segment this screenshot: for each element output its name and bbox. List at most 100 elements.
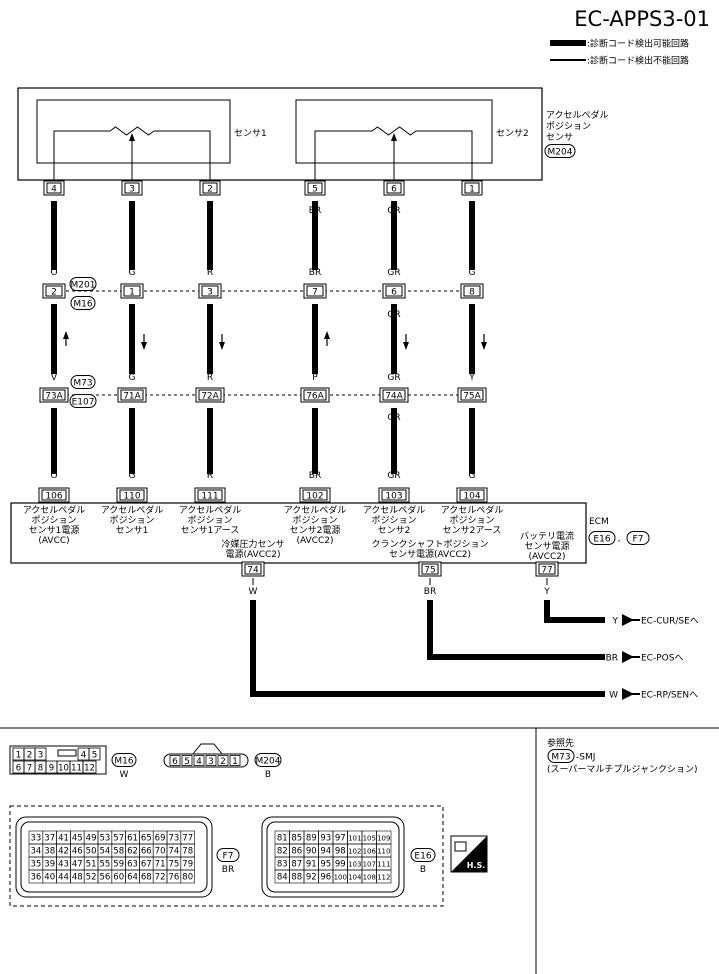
sensor-pin: 6 [391, 185, 397, 195]
ecm-pin: 102 [306, 492, 323, 502]
f7-outer [15, 816, 213, 898]
ecm-pin-label: アクセルペダル [179, 504, 242, 516]
m204-pin: 6 [172, 757, 178, 767]
sensor-pin-box [386, 182, 402, 194]
m204-cell [229, 755, 241, 766]
junction1-pin-box [463, 285, 481, 297]
ecm-pin-label: センサ2アース [443, 525, 502, 536]
e16-pin: 111 [377, 861, 390, 869]
ecm-pin-label: ポジション [31, 515, 76, 526]
e16-pin: 92 [306, 873, 317, 883]
f7-inner [20, 821, 208, 893]
ecm-pin-label: (AVCC) [38, 536, 69, 546]
wire-color-code: R [207, 373, 213, 383]
e16-pin: 96 [320, 873, 331, 883]
ecm-connector-tag-outline [626, 531, 650, 545]
f7-pin: 46 [72, 847, 83, 857]
junction1-connector-tag-outline [69, 277, 97, 291]
sensor-unit-name-line: センサ [546, 132, 573, 143]
junction2-pin-box [460, 389, 484, 401]
ecm-connector-tag: E16 [593, 535, 610, 545]
f7-pin: 36 [30, 873, 41, 883]
junction1-pin-box [45, 285, 63, 297]
wire-color-code: O [50, 471, 57, 481]
e16-pin: 89 [306, 834, 317, 844]
wire-color-code: V [51, 373, 58, 383]
m16-latch [57, 749, 77, 757]
f7-pin: 55 [99, 860, 110, 870]
m204-tag-outline [254, 753, 282, 767]
wire-color-code: R [207, 268, 213, 278]
f7-pin: 38 [44, 847, 55, 857]
e16-pin: 108 [363, 874, 376, 882]
e16-pin: 102 [348, 848, 361, 856]
ecm-pin-box [459, 489, 485, 501]
f7-pin: 54 [99, 847, 110, 857]
ecm-pin-label: アクセルペダル [441, 504, 504, 516]
e16-inner [266, 821, 400, 893]
f7-pin: 40 [44, 873, 55, 883]
m204-cell [217, 755, 229, 766]
wire-color-code: O [50, 268, 57, 278]
sensor-pin: 5 [312, 185, 318, 195]
diagram-code: EC-APPS3-01 [574, 7, 710, 31]
ecm-pin: 106 [45, 492, 62, 502]
wire-color-code: BR [606, 654, 618, 664]
e16-cell [376, 869, 392, 884]
e16-pin: 112 [377, 874, 390, 882]
f7-pin: 58 [113, 847, 124, 857]
f7-pin: 43 [58, 860, 69, 870]
junction2-connector-tag-outline [69, 394, 97, 408]
m16-pin: 6 [16, 764, 21, 774]
e16-pin: 83 [277, 860, 288, 870]
e16-pin: 104 [348, 874, 362, 882]
m16-pin: 7 [27, 764, 32, 774]
wire-color-code: Y [612, 617, 619, 627]
output-wire [427, 600, 605, 660]
e16-pin: 94 [320, 847, 331, 857]
ecm-pin-label: ポジション [187, 515, 232, 526]
junction1-pin: 1 [129, 288, 135, 298]
ecm-bottom-pin: 75 [424, 566, 435, 576]
f7-pin: 35 [30, 860, 41, 870]
arrow-head [219, 342, 225, 350]
legend: :診断コード検出可能回路:診断コード検出不能回路 [550, 38, 689, 67]
f7-pin: 70 [155, 847, 166, 857]
wire-color-code: W [609, 691, 618, 701]
f7-pin: 45 [72, 834, 83, 844]
f7-pin: 49 [86, 834, 97, 844]
hs-label: H.S. [467, 861, 486, 870]
wire-color-code: G [469, 471, 476, 481]
f7-pin: 44 [58, 873, 69, 883]
ecm-bottom-pin-label: センサ電源 [524, 541, 569, 552]
m16-cell [34, 747, 47, 761]
ecm-pin-box [41, 489, 67, 501]
sensor-pin: 4 [51, 185, 57, 195]
ecm-pin-label: アクセルペダル [101, 504, 164, 516]
f7-pin: 52 [86, 873, 97, 883]
f7-pin: 53 [99, 834, 110, 844]
junction1-pin-box [385, 285, 403, 297]
f7-color: BR [222, 865, 234, 875]
sensor-pin-box [124, 182, 140, 194]
wiper-arrow [391, 133, 397, 141]
ecm-bottom-pin-label: (AVCC2) [528, 552, 565, 562]
f7-pin: 66 [141, 847, 152, 857]
f7-pin: 71 [155, 860, 166, 870]
ecm-pin-label: センサ2 [378, 525, 411, 536]
ecm-bottom-pin-box [421, 563, 439, 575]
m16-pin: 8 [38, 764, 43, 774]
junction2-pin: 72A [201, 392, 219, 402]
legend-label-thin: :診断コード検出不能回路 [587, 55, 689, 67]
ecm-bottom-pin-label: 冷媒圧力センサ [221, 538, 284, 550]
f7-pin: 72 [155, 873, 166, 883]
wire-color-code: GR [387, 471, 400, 481]
sensor-unit-outline [17, 87, 543, 181]
ecm-pin: 104 [463, 492, 480, 502]
destination-reference: EC-POSへ [641, 654, 683, 664]
wire-color-code: G [129, 471, 136, 481]
output-wire [544, 600, 605, 623]
wire-color-code: Y [468, 373, 475, 383]
